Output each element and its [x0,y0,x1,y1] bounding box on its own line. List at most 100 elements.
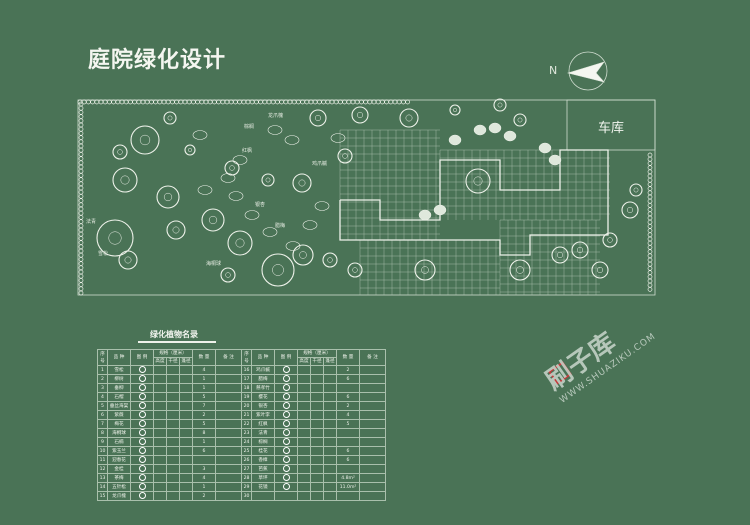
header-spec: 规格（厘米） [153,349,193,358]
tree-icon [292,173,312,193]
hedge-shrub [380,99,385,105]
table-cell-qty: 4 [192,473,216,483]
table-cell-no: 30 [241,491,252,501]
hedge-shrub [262,99,268,105]
table-cell-qty: 6 [336,392,360,402]
hedge-shrub [136,99,142,105]
table-cell [166,455,180,465]
table-cell [166,392,180,402]
table-cell [153,473,167,483]
hedge-shrub [647,236,653,242]
table-cell [179,374,193,384]
hedge-shrub [78,265,84,271]
tree-icon [513,113,527,127]
hedge-shrub [367,99,373,105]
table-cell [359,491,386,501]
table-cell [153,401,167,411]
table-cell [297,473,311,483]
hedge-shrub [647,198,653,204]
tree-icon [139,134,151,146]
table-cell [323,437,337,447]
table-cell-no: 19 [241,392,252,402]
table-cell [359,446,386,456]
table-cell [166,437,180,447]
table-cell [310,401,324,411]
legend-symbol-cell [130,473,154,483]
hedge-shrub [291,99,297,105]
hedge-shrub [266,99,272,105]
hedge-shrub [296,99,301,105]
tree-icon [449,104,461,116]
table-cell [310,455,324,465]
tree-icon [265,177,271,183]
hedge-shrub [647,224,653,229]
hedge-shrub [375,99,381,105]
table-cell-qty: 5 [336,419,360,429]
hedge-shrub [78,110,84,115]
table-cell-qty: 2 [336,365,360,375]
hedge-shrub [233,99,238,105]
plant-symbol-icon [138,411,146,418]
hedge-shrub [78,160,84,166]
hedge-shrub [119,99,125,105]
hedge-shrub [346,99,352,105]
table-cell-name: 银杏 [251,401,275,411]
table-cell [323,410,337,420]
tree-icon [551,246,569,264]
table-cell [297,419,311,429]
tree-icon [626,206,634,214]
tree-icon [556,251,564,259]
table-cell-qty: 4 [192,365,216,375]
table-cell [359,401,386,411]
table-cell-no: 17 [241,374,252,384]
tree-icon [414,259,436,281]
plant-symbol-icon [282,465,290,472]
table-cell-qty: 6 [336,374,360,384]
hedge-shrub [153,99,158,105]
hedge-shrub [199,99,205,105]
plant-list-table: 序号 品 种 图 例 规格（厘米） 数 量 备 注 序号 品 种 图 例 规格（… [97,349,386,501]
hedge-shrub [283,99,289,105]
hedge-shrub [78,290,84,296]
hedge-shrub [78,240,84,245]
hedge-shrub [647,169,653,175]
table-cell [359,473,386,483]
hedge-shrub [220,99,226,105]
hedge-shrub [350,99,356,105]
plant-symbol-icon [282,429,290,436]
table-cell-name: 茶梅 [107,473,131,483]
table-cell-qty: 1 [192,383,216,393]
table-cell [215,428,242,438]
table-cell [323,455,337,465]
hedge-shrub [245,99,251,105]
table-cell-qty: 6 [336,446,360,456]
tree-icon [327,257,333,263]
rock [503,130,517,142]
plant-symbol-icon [282,393,290,400]
table-cell-qty: 5 [192,419,216,429]
table-cell-name: 石榴 [107,392,131,402]
table-cell-name: 五针松 [107,482,131,492]
table-cell-name: 迎春花 [107,455,131,465]
hedge-shrub [78,252,84,258]
hedge-shrub [647,165,653,170]
table-cell [359,383,386,393]
table-cell-name: 紫薇 [107,410,131,420]
table-cell-qty: 2 [192,491,216,501]
legend-symbol-cell [274,365,298,375]
table-cell-name: 棕榈 [251,437,275,447]
tree-icon [356,111,364,119]
table-cell [297,392,311,402]
hedge-shrub [392,99,398,105]
table-cell [323,374,337,384]
hedge-shrub [203,99,209,105]
tree-icon [576,246,584,254]
table-cell-qty: 11.0m² [336,482,360,492]
rock [448,134,462,146]
header-name: 品 种 [251,349,275,366]
table-cell [153,455,167,465]
table-cell [297,374,311,384]
hedge-shrub [317,99,322,105]
table-cell [310,464,324,474]
legend-symbol-cell [130,374,154,384]
